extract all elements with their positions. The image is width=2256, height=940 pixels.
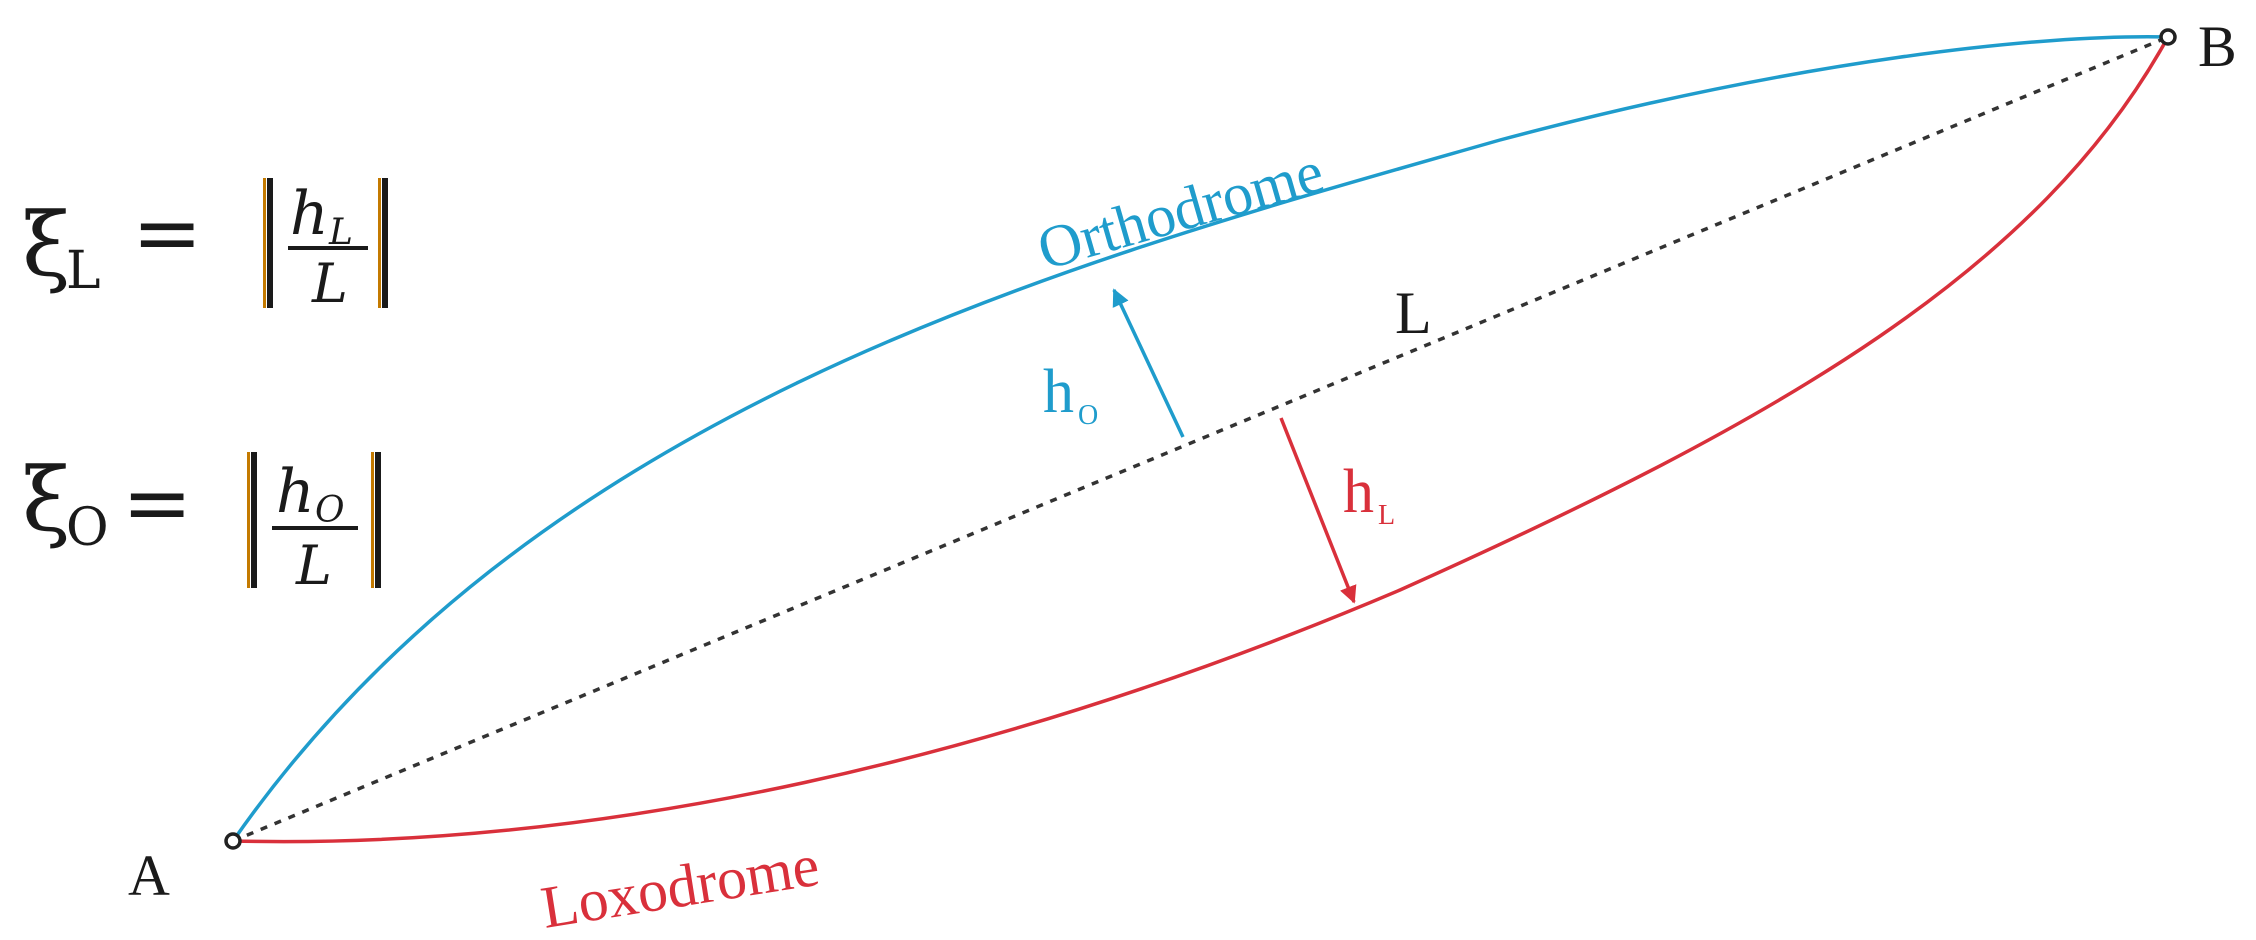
xi-l-subscript: L (66, 241, 101, 301)
xi-l-symbol: ξ (22, 193, 70, 296)
chord-line (232, 35, 2169, 843)
loxodrome-curve (232, 36, 2170, 844)
xi-l-bar-right-accent (378, 178, 381, 308)
orthodrome-label: Orthodrome (1030, 138, 1330, 282)
xi-o-subscript: O (66, 498, 109, 558)
xi-l-bar-right (382, 178, 388, 308)
loxodrome-height-arrow (1279, 417, 1357, 604)
h-o-subscript: O (1078, 400, 1098, 431)
xi-o-bar-left (251, 452, 257, 588)
xi-o-symbol: ξ (22, 448, 70, 551)
formula-xi-o: ξ O = h O L (22, 448, 381, 597)
xi-l-numerator-symbol: h (290, 179, 329, 249)
h-o-symbol: h (1043, 358, 1074, 426)
xi-o-numerator-symbol: h (276, 457, 315, 527)
formula-xi-l: ξ L = h L L (22, 178, 388, 315)
xi-l-equals: = (132, 184, 202, 282)
orthodrome-height-arrow (1112, 288, 1185, 438)
xi-l-bar-left (267, 178, 273, 308)
point-b-label: B (2198, 14, 2237, 79)
xi-l-denominator: L (311, 252, 348, 315)
xi-o-equals: = (122, 454, 192, 552)
xi-o-bar-left-accent (247, 452, 250, 588)
point-a-marker (224, 832, 242, 850)
chord-label: L (1395, 280, 1432, 346)
h-l-symbol: h (1343, 458, 1374, 526)
loxodrome-label: Loxodrome (537, 832, 824, 940)
orthodrome-curve (231, 35, 2169, 843)
xi-o-bar-right (375, 452, 381, 588)
point-b-marker (2159, 28, 2177, 46)
xi-o-numerator-subscript: O (315, 490, 345, 531)
point-a-label: A (128, 843, 170, 908)
orthodrome-height-label: h O (1043, 358, 1098, 431)
xi-o-denominator: L (295, 534, 332, 597)
xi-o-bar-right-accent (371, 452, 374, 588)
h-l-subscript: L (1378, 500, 1395, 531)
loxodrome-height-label: h L (1343, 458, 1395, 531)
xi-l-bar-left-accent (263, 178, 266, 308)
